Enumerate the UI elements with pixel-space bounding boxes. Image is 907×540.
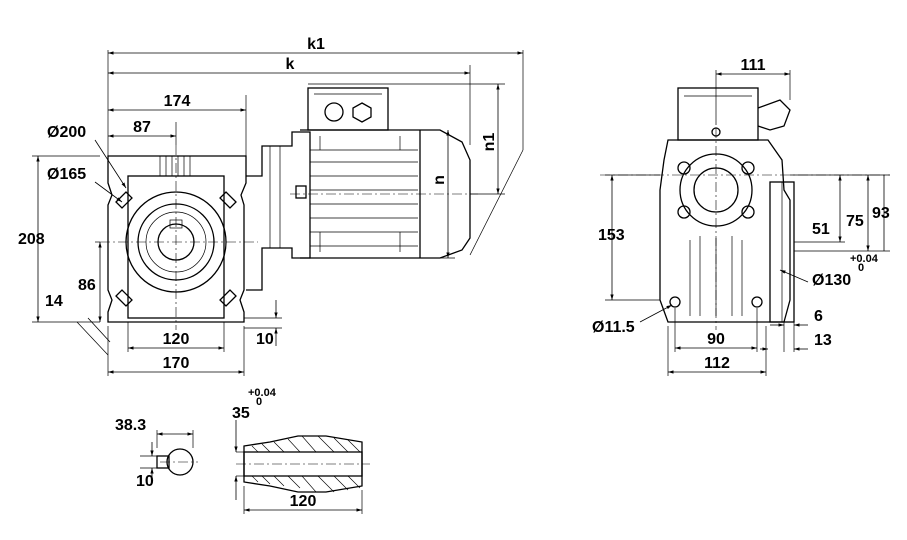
- side-view-gearbox: [600, 87, 890, 330]
- dim-14-label: 14: [45, 293, 63, 310]
- dim-dia11-5-label: Ø11.5: [592, 319, 635, 336]
- dim-35-label: 35: [232, 405, 250, 422]
- shaft-key-detail: 38.3 10: [115, 417, 198, 490]
- front-view-gearbox: [100, 145, 258, 330]
- dim-120-front-label: 120: [163, 331, 190, 348]
- dim-n-label: n: [431, 175, 448, 185]
- dim-93-label: 93: [872, 205, 890, 222]
- dim-86-label: 86: [78, 277, 96, 294]
- dim-k1-label: k1: [307, 36, 325, 53]
- dim-n1-label: n1: [481, 133, 498, 152]
- dim-38-3-label: 38.3: [115, 417, 146, 434]
- dim-153-label: 153: [598, 227, 625, 244]
- dim-dia200-label: Ø200: [47, 124, 86, 141]
- dim-170-label: 170: [163, 355, 190, 372]
- dim-dia130-tol-upper: +0.04: [850, 253, 879, 265]
- side-view-dimensions: 111 153 51 75 93 +0.04 0 Ø130 Ø11.5 6 13…: [592, 57, 890, 376]
- dim-10-key-label: 10: [136, 473, 154, 490]
- dim-dia130-label: Ø130: [812, 272, 851, 289]
- dim-120-shaft-label: 120: [290, 493, 317, 510]
- dim-111-label: 111: [741, 57, 766, 74]
- dim-k-label: k: [286, 56, 295, 73]
- front-view-dimensions: k1 k 174 87 Ø200 Ø165 208 86 14 120 170 …: [18, 36, 524, 376]
- dim-13-label: 13: [814, 332, 832, 349]
- dim-51-label: 51: [812, 221, 830, 238]
- dim-208-label: 208: [18, 231, 45, 248]
- dim-10-front-label: 10: [256, 331, 274, 348]
- dim-90-label: 90: [707, 331, 725, 348]
- dim-112-label: 112: [704, 355, 730, 372]
- dim-dia165-label: Ø165: [47, 166, 86, 183]
- dim-87-label: 87: [133, 119, 151, 136]
- dim-35-tol-upper: +0.04: [248, 387, 277, 399]
- dim-6-label: 6: [814, 308, 823, 325]
- dim-174-label: 174: [164, 93, 191, 110]
- dim-75-label: 75: [846, 213, 864, 230]
- dim-35-tol-lower: 0: [256, 396, 262, 408]
- dim-dia130-tol-lower: 0: [858, 262, 864, 274]
- front-view-motor: [246, 87, 478, 291]
- hollow-shaft-section: +0.04 0 35 120: [232, 387, 370, 514]
